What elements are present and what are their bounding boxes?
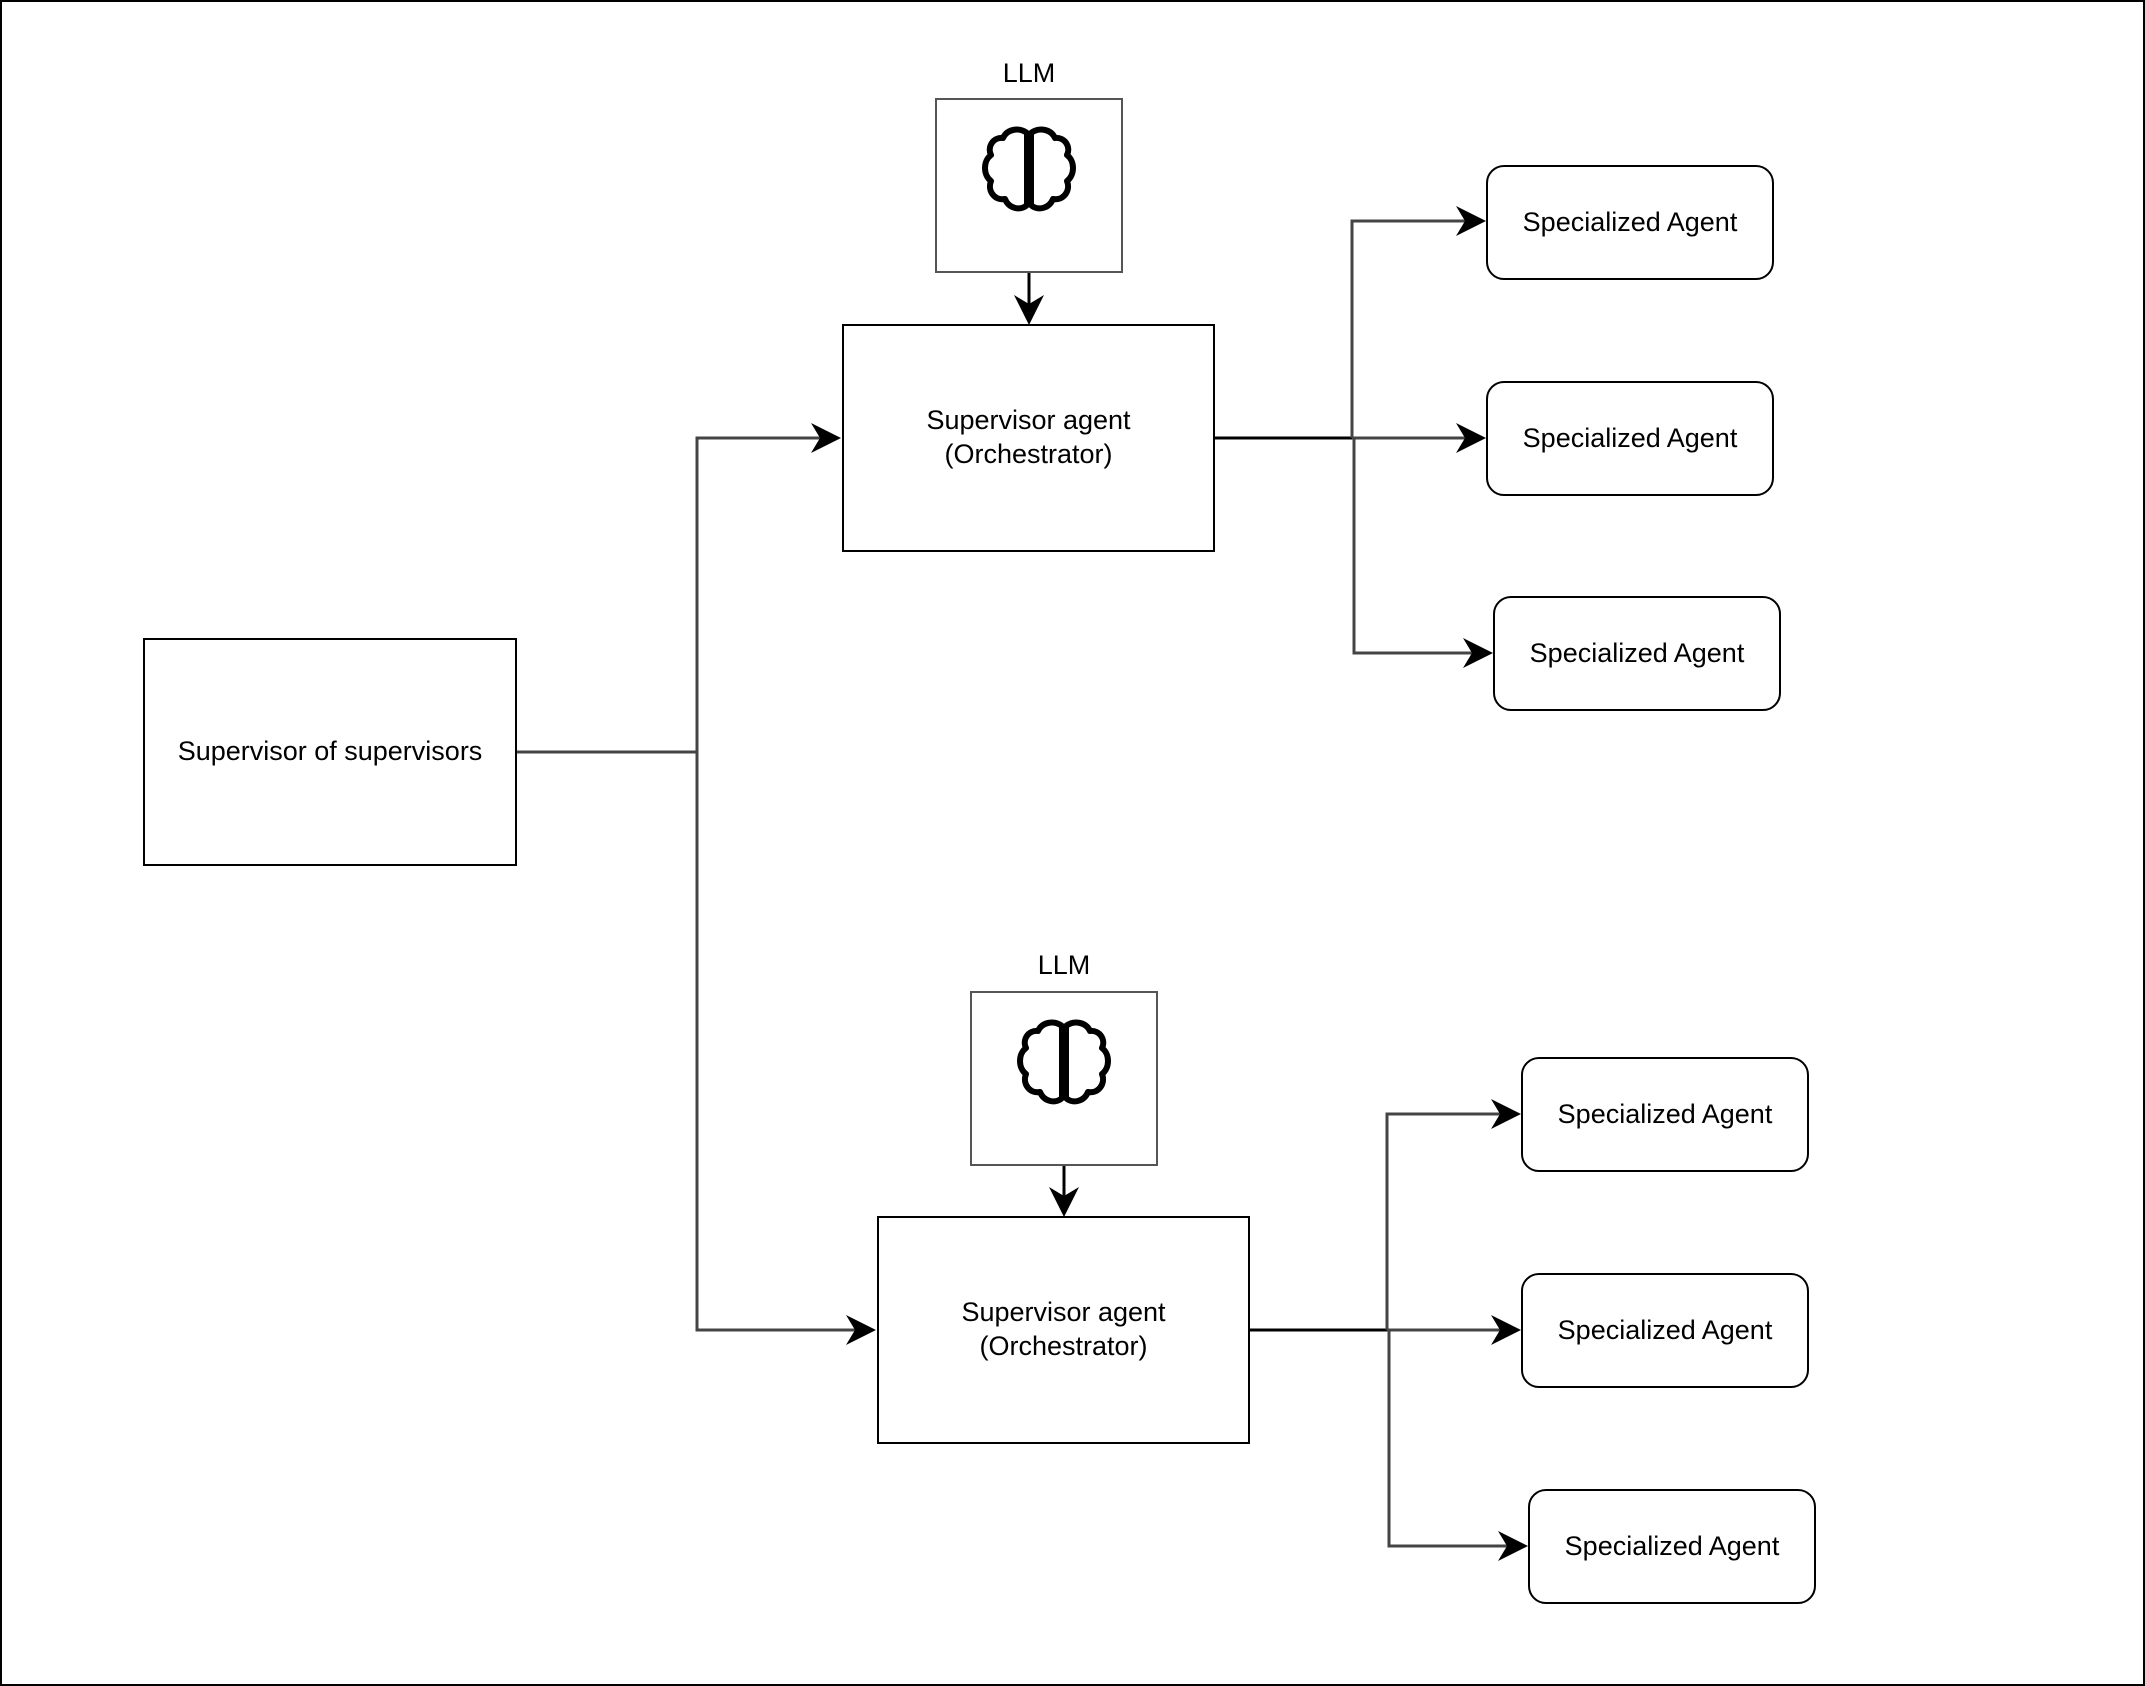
agent-label: Specialized Agent [1557, 1098, 1773, 1129]
agent-label: Specialized Agent [1522, 422, 1738, 453]
connector-root-to-supervisor-1 [517, 423, 841, 754]
agent-label: Specialized Agent [1529, 637, 1745, 668]
specialized-agent-node[interactable]: Specialized Agent [1528, 1489, 1816, 1604]
specialized-agent-node[interactable]: Specialized Agent [1486, 381, 1774, 496]
supervisor-1-line2: (Orchestrator) [944, 439, 1113, 469]
connector-s2-agent-1 [1385, 1099, 1521, 1330]
llm-node-1[interactable] [935, 98, 1123, 273]
specialized-agent-node[interactable]: Specialized Agent [1493, 596, 1781, 711]
brain-icon [1017, 1019, 1111, 1104]
specialized-agent-node[interactable]: Specialized Agent [1521, 1273, 1809, 1388]
agent-label: Specialized Agent [1564, 1530, 1780, 1561]
supervisor-agent-node-2[interactable]: Supervisor agent (Orchestrator) [877, 1216, 1250, 1444]
supervisor-1-line1: Supervisor agent [926, 405, 1131, 436]
specialized-agent-node[interactable]: Specialized Agent [1486, 165, 1774, 280]
connector-s2-agent-3 [1387, 1330, 1528, 1561]
supervisor-2-line1: Supervisor agent [961, 1297, 1166, 1328]
agent-label: Specialized Agent [1557, 1314, 1773, 1345]
llm-node-2[interactable] [970, 991, 1158, 1166]
connector-root-to-supervisor-2 [695, 752, 876, 1345]
agent-label: Specialized Agent [1522, 206, 1738, 237]
supervisor-agent-node-1[interactable]: Supervisor agent (Orchestrator) [842, 324, 1215, 552]
root-label: Supervisor of supervisors [177, 736, 483, 767]
specialized-agent-node[interactable]: Specialized Agent [1521, 1057, 1809, 1172]
connector-s1-agent-1 [1350, 206, 1486, 438]
supervisor-2-line2: (Orchestrator) [979, 1331, 1148, 1361]
llm-label-2: LLM [1037, 950, 1091, 980]
connector-s1-agent-3 [1352, 438, 1493, 668]
brain-icon [982, 126, 1076, 211]
supervisor-of-supervisors-node[interactable]: Supervisor of supervisors [143, 638, 517, 866]
llm-label-1: LLM [1002, 58, 1056, 88]
